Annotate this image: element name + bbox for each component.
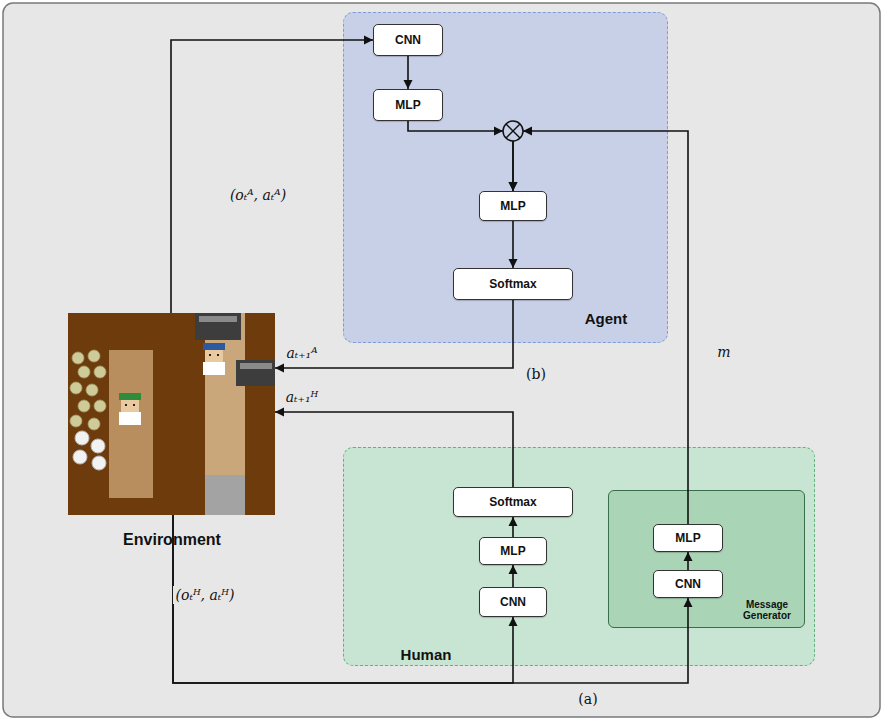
arrowhead — [684, 552, 693, 561]
connector-line — [513, 131, 688, 524]
connector-line — [173, 515, 688, 683]
layer-box: MLP — [373, 89, 443, 121]
connector-line — [408, 121, 513, 191]
multiply-symbol — [494, 121, 532, 141]
region-title: Message Generator — [736, 599, 798, 622]
agent-region: Agent CNN MLP MLP Softmax — [343, 12, 668, 343]
connector — [408, 121, 518, 191]
connector-line — [171, 40, 373, 313]
arrowhead — [509, 565, 518, 574]
environment-box: Environment — [68, 313, 275, 515]
layer-box: MLP — [653, 524, 723, 552]
connector — [509, 565, 518, 587]
region-title: Agent — [585, 310, 628, 327]
layer-name: CNN — [675, 577, 701, 591]
arrowhead — [509, 517, 518, 526]
connector-line — [275, 300, 513, 368]
layer-box: Softmax — [453, 268, 573, 300]
environment-title: Environment — [123, 531, 221, 549]
connector — [684, 552, 693, 570]
layer-box: CNN — [479, 587, 547, 617]
arrowhead — [275, 364, 284, 373]
layer-name: MLP — [395, 98, 420, 112]
connector — [509, 221, 518, 268]
connector — [404, 56, 413, 89]
panel-tag: (b) — [526, 366, 546, 382]
layer-box: MLP — [479, 537, 547, 565]
edge-label: aₜ₊₁ᴬ — [286, 345, 317, 361]
arrowhead — [364, 36, 373, 45]
chef-green — [119, 393, 141, 425]
arrowhead — [509, 617, 518, 626]
edge-label: m — [717, 344, 730, 360]
layer-box: CNN — [373, 24, 443, 56]
connector — [173, 515, 693, 683]
connector — [173, 515, 518, 683]
connector-line — [173, 515, 513, 683]
layer-name: Softmax — [489, 495, 536, 509]
layer-name: MLP — [500, 544, 525, 558]
connector — [509, 517, 518, 537]
layer-name: CNN — [500, 595, 526, 609]
panel-tag: (a) — [578, 691, 597, 707]
arrowhead — [684, 598, 693, 607]
edge-label: (oₜᴴ, aₜᴴ) — [173, 586, 238, 604]
layer-name: MLP — [675, 531, 700, 545]
arrowhead — [275, 408, 284, 417]
layer-box: Softmax — [453, 487, 573, 517]
connector-line — [275, 412, 513, 487]
connector — [171, 36, 373, 314]
connector — [275, 408, 513, 488]
outer-panel — [3, 3, 880, 717]
edge-label: aₜ₊₁ᴴ — [286, 389, 319, 405]
edge-label: (oₜᴬ, aₜᴬ) — [230, 187, 286, 203]
region-title: Human — [401, 646, 452, 663]
arrowhead — [404, 80, 413, 89]
connector — [509, 131, 689, 524]
arrowhead — [509, 182, 518, 191]
layer-box: CNN — [653, 570, 723, 598]
chef-blue — [203, 343, 225, 375]
layer-name: MLP — [500, 199, 525, 213]
layer-box: MLP — [479, 191, 547, 221]
layer-name: Softmax — [489, 277, 536, 291]
layer-name: CNN — [395, 33, 421, 47]
connector — [275, 300, 513, 373]
arrowhead — [509, 182, 518, 191]
arrowhead — [509, 259, 518, 268]
human-region: Human SoftmaxMLP CNN Message Generator MLP CN… — [343, 447, 815, 666]
kitchen-scene — [68, 313, 275, 515]
message-generator-region: Message Generator MLP CNN — [608, 490, 805, 628]
